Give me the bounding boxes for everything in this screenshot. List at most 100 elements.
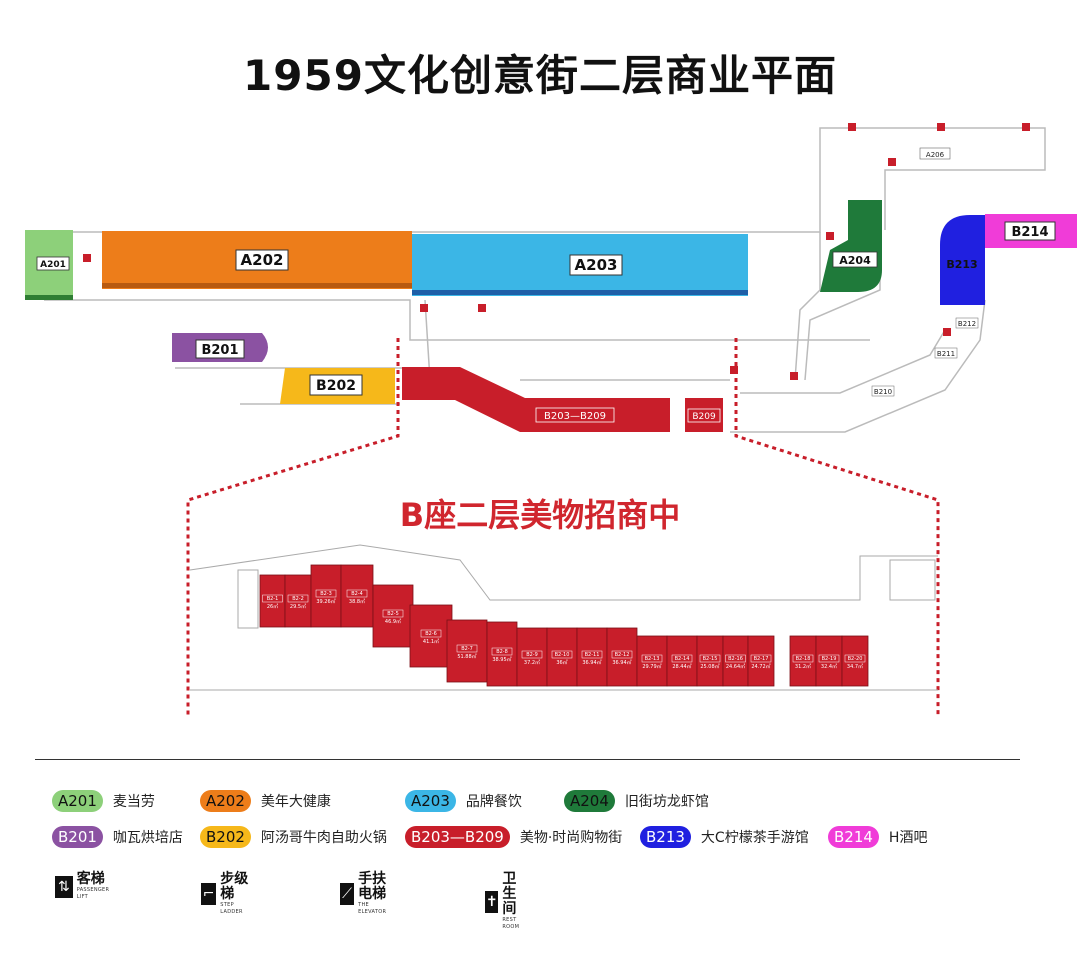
unit-B2-6[interactable]: B2-641.1㎡	[409, 604, 453, 668]
unit-id-box	[346, 589, 368, 598]
zone-misc-labels: B210 B211 B212	[871, 317, 979, 397]
unit-id: B2-7	[461, 646, 473, 652]
zone-A206[interactable]: A206	[919, 147, 951, 160]
unit-id: B2-12	[615, 652, 630, 658]
facility-label-en: REST ROOM	[502, 917, 520, 930]
zone-B203-B209[interactable]: B203—B209 B209	[402, 367, 723, 432]
zone-label-B201: B201	[201, 343, 238, 358]
unit-id-box	[818, 654, 840, 663]
legend-code: A203	[405, 790, 456, 812]
unit-id-box	[581, 650, 603, 659]
zone-label-A206: A206	[926, 151, 945, 159]
legend-code: B214	[828, 826, 879, 848]
zone-B202[interactable]: B202	[280, 368, 395, 404]
legend-item-A201: A201 麦当劳	[52, 788, 155, 814]
unit-B2-2[interactable]: B2-229.5㎡	[284, 574, 312, 628]
unit-id-box	[551, 650, 573, 659]
unit-id: B2-19	[822, 656, 837, 662]
unit-area: 24.64㎡	[726, 663, 745, 670]
page-title: 1959文化创意街二层商业平面	[243, 51, 837, 100]
facility-label: 卫生间	[502, 871, 517, 917]
unit-area: 37.2㎡	[524, 659, 540, 666]
unit-id-box	[287, 594, 309, 603]
zone-label-A204: A204	[839, 254, 871, 267]
zone-label-A202: A202	[241, 251, 284, 269]
unit-id: B2-3	[320, 591, 332, 597]
unit-block	[284, 574, 312, 628]
unit-area: 36㎡	[556, 659, 567, 666]
unit-block	[841, 635, 869, 687]
legend-item-B203-B209: B203—B209 美物·时尚购物街	[405, 824, 622, 850]
unit-area: 39.26㎡	[316, 598, 335, 605]
unit-id: B2-8	[496, 649, 508, 655]
legend-code: B213	[640, 826, 691, 848]
legend-label: H酒吧	[888, 830, 928, 846]
facility-label: 步级梯	[220, 871, 249, 902]
unit-area: 26㎡	[267, 603, 278, 610]
unit-B2-5[interactable]: B2-546.9㎡	[372, 584, 414, 648]
unit-id-box	[315, 589, 337, 598]
legend-item-A202: A202 美年大健康	[200, 788, 331, 814]
leasing-heading: B座二层美物招商中	[399, 496, 681, 534]
facility-label-en: PASSENGER LIFT	[76, 887, 110, 900]
unit-area: 32.4㎡	[821, 663, 837, 670]
unit-id: B2-4	[351, 591, 363, 597]
unit-id: B2-6	[425, 631, 437, 637]
unit-id-box	[699, 654, 721, 663]
unit-area: 46.9㎡	[385, 618, 401, 625]
unit-B2-4[interactable]: B2-438.8㎡	[340, 564, 374, 628]
stairs-icon: ⌐	[201, 883, 217, 905]
legend-divider	[35, 759, 1020, 760]
unit-area: 34.7㎡	[847, 663, 863, 670]
unit-B2-9[interactable]: B2-937.2㎡	[516, 627, 548, 687]
facility-label: 客梯	[76, 871, 105, 887]
unit-B2-8[interactable]: B2-838.95㎡	[486, 621, 518, 687]
unit-area: 24.72㎡	[751, 663, 770, 670]
legend-item-A204: A204 旧街坊龙虾馆	[564, 788, 709, 814]
unit-area: 29.79㎡	[642, 663, 661, 670]
legend-label: 大C柠檬茶手游馆	[700, 830, 809, 846]
unit-block	[446, 619, 488, 683]
zone-B201[interactable]: B201	[172, 333, 268, 362]
unit-block	[722, 635, 749, 687]
zone-label-B209: B209	[692, 412, 716, 422]
zone-A202[interactable]: A202	[102, 231, 412, 289]
unit-id-box	[262, 594, 283, 603]
unit-area: 31.2㎡	[795, 663, 811, 670]
unit-id: B2-14	[675, 656, 690, 662]
zone-label-A203: A203	[575, 256, 618, 274]
legend-label: 咖瓦烘培店	[112, 830, 183, 846]
legend-item-B214: B214 H酒吧	[828, 824, 927, 850]
legend-label: 品牌餐饮	[465, 794, 522, 810]
unit-id-box	[671, 654, 693, 663]
unit-B2-7[interactable]: B2-751.88㎡	[446, 619, 488, 683]
unit-id: B2-20	[848, 656, 863, 662]
floor-plan: A201 A202 A203 A204 A206 B213 B214 B201	[25, 123, 1077, 718]
unit-B2-3[interactable]: B2-339.26㎡	[310, 564, 342, 628]
unit-id: B2-15	[703, 656, 718, 662]
unit-id-box	[491, 647, 513, 656]
zone-A204[interactable]: A204	[820, 200, 882, 292]
zone-B213[interactable]: B213	[940, 215, 985, 305]
facility-label: 手扶电梯	[358, 871, 387, 902]
restroom-icon: ✝	[485, 890, 499, 913]
plan-markers	[83, 123, 1030, 380]
zone-A203[interactable]: A203	[412, 234, 748, 296]
unit-id: B2-11	[585, 652, 600, 658]
zone-B214[interactable]: B214	[985, 214, 1077, 248]
zone-A201[interactable]: A201	[25, 230, 73, 300]
